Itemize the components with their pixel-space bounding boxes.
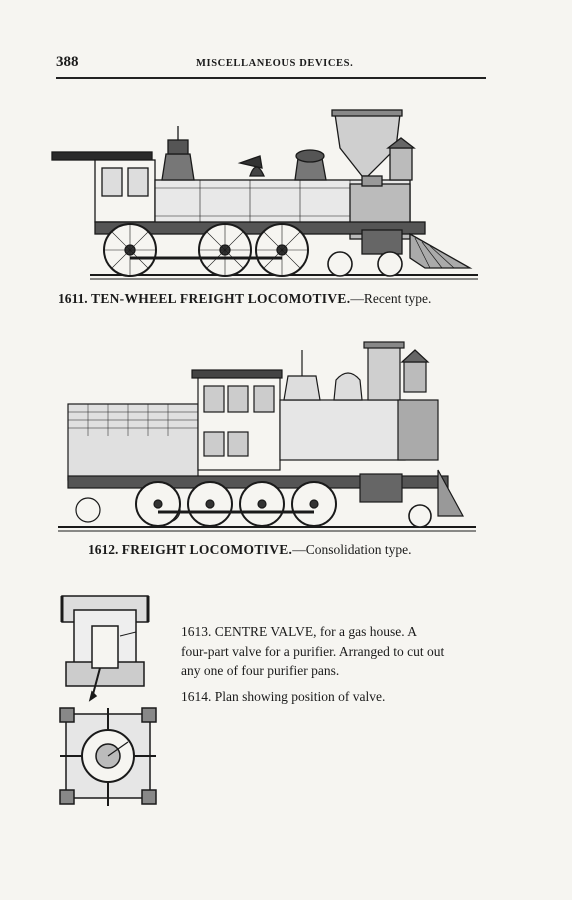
entry-1613-line3: any one of four purifier pans. — [181, 663, 340, 678]
valve-plan-illustration — [58, 706, 158, 811]
page-number: 388 — [56, 54, 79, 70]
entry-1614-text: Plan showing position of valve. — [211, 688, 386, 704]
running-head: MISCELLANEOUS DEVICES. — [196, 58, 354, 69]
figure-1611-title: TEN-WHEEL FREIGHT LOCOMOTIVE. — [91, 291, 351, 306]
entry-1613: 1613. CENTRE VALVE, for a gas house. A f… — [165, 622, 485, 681]
figure-1612-title: FREIGHT LOCOMOTIVE. — [121, 542, 293, 557]
centre-valve-section-illustration — [56, 592, 156, 702]
page-header: 388 MISCELLANEOUS DEVICES. — [56, 52, 486, 80]
figure-1612-subtitle: —Consolidation type. — [292, 542, 412, 557]
header-rule — [56, 77, 486, 79]
figure-1612-number: 1612. — [88, 542, 119, 557]
entry-1613-number: 1613. — [181, 624, 212, 639]
entry-1613-title: CENTRE VALVE, — [214, 624, 317, 639]
consolidation-locomotive-illustration — [58, 340, 478, 535]
valve-description: 1613. CENTRE VALVE, for a gas house. A f… — [165, 622, 485, 712]
figure-1611-subtitle: —Recent type. — [350, 291, 432, 306]
figure-1611-caption: 1611. TEN-WHEEL FREIGHT LOCOMOTIVE.—Rece… — [58, 291, 431, 307]
figure-1611-number: 1611. — [58, 291, 88, 306]
entry-1613-line2: four-part valve for a purifier. Arranged… — [181, 643, 445, 659]
ten-wheel-locomotive-illustration — [50, 108, 480, 288]
entry-1614: 1614. Plan showing position of valve. — [165, 687, 485, 707]
entry-1613-line1: for a gas house. A — [316, 624, 417, 639]
entry-1614-number: 1614. — [181, 688, 212, 704]
figure-1612-caption: 1612. FREIGHT LOCOMOTIVE.—Consolidation … — [88, 542, 411, 558]
